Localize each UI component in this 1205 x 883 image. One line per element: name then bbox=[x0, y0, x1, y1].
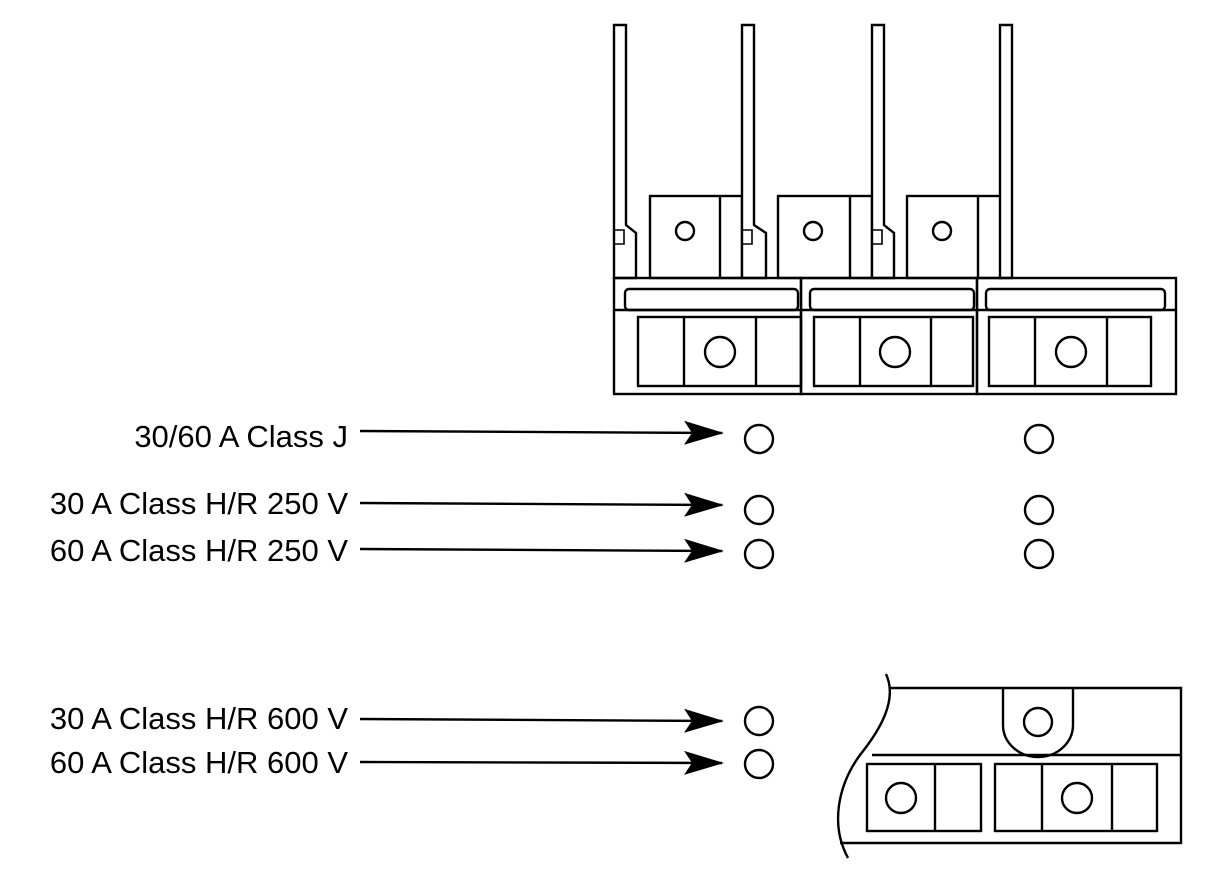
fuse-clip bbox=[740, 23, 768, 280]
contact-hole bbox=[931, 220, 953, 242]
base-section bbox=[975, 276, 1178, 396]
detail-terminal bbox=[993, 762, 1159, 833]
leader-arrows bbox=[359, 420, 724, 775]
arrow-30a-250v bbox=[359, 492, 724, 517]
base-strip bbox=[984, 287, 1167, 312]
terminal-screw bbox=[1054, 335, 1088, 369]
base-strip bbox=[623, 287, 800, 312]
label-30a-class-hr-600v: 30 A Class H/R 600 V bbox=[50, 701, 348, 736]
terminal-compartment bbox=[987, 315, 1153, 388]
mounting-hole bbox=[1023, 423, 1055, 455]
contact-block bbox=[776, 194, 874, 280]
mounting-holes bbox=[743, 423, 1055, 780]
label-60a-class-hr-600v: 60 A Class H/R 600 V bbox=[50, 745, 348, 780]
mounting-hole bbox=[743, 705, 775, 737]
base-section bbox=[612, 276, 803, 396]
detail-terminal-screw bbox=[1060, 781, 1094, 815]
detail-terminal bbox=[865, 762, 983, 833]
mounting-hole bbox=[743, 748, 775, 780]
mounting-hole bbox=[743, 494, 775, 526]
terminal-compartment bbox=[812, 315, 975, 388]
label-30-60a-class-j: 30/60 A Class J bbox=[134, 419, 348, 454]
label-60a-class-hr-250v: 60 A Class H/R 250 V bbox=[50, 533, 348, 568]
arrow-60a-600v bbox=[359, 750, 724, 775]
mounting-hole bbox=[1023, 494, 1055, 526]
arrow-class-j bbox=[359, 420, 724, 445]
base-strip bbox=[808, 287, 976, 312]
mounting-hole bbox=[743, 423, 775, 455]
fuse-block-top-view bbox=[612, 23, 1178, 396]
break-line bbox=[836, 673, 892, 859]
base-section bbox=[799, 276, 979, 396]
mounting-hole bbox=[743, 538, 775, 570]
fuse-base-detail-view bbox=[836, 673, 1183, 859]
fuse-clip bbox=[870, 23, 896, 280]
contact-hole bbox=[674, 220, 696, 242]
contact-block bbox=[905, 194, 1003, 280]
contact-hole bbox=[802, 220, 824, 242]
fuse-clip bbox=[612, 23, 638, 280]
fuse-clip bbox=[998, 23, 1014, 280]
detail-terminal-screw bbox=[884, 781, 918, 815]
contact-block bbox=[648, 194, 744, 280]
terminal-compartment bbox=[636, 315, 803, 388]
mounting-hole bbox=[1023, 538, 1055, 570]
arrow-60a-250v bbox=[359, 538, 724, 563]
terminal-screw bbox=[878, 335, 912, 369]
label-30a-class-hr-250v: 30 A Class H/R 250 V bbox=[50, 486, 348, 521]
terminal-screw bbox=[703, 335, 737, 369]
mounting-tab-hole bbox=[1022, 706, 1054, 738]
mounting-tab bbox=[1001, 688, 1075, 759]
arrow-30a-600v bbox=[359, 708, 724, 733]
